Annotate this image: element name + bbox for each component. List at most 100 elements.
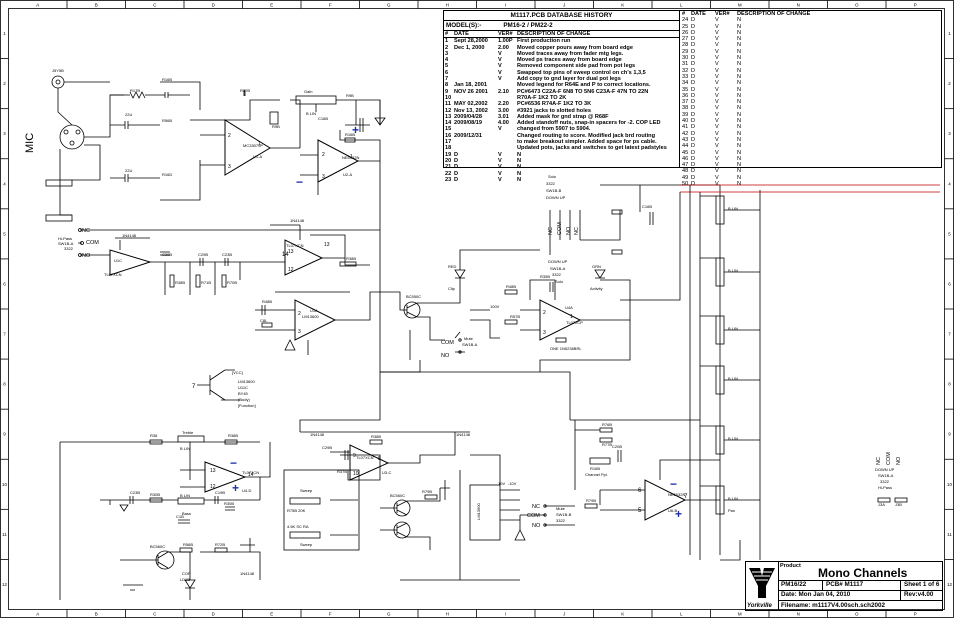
col-label-bottom: J (563, 612, 565, 617)
svg-text:R79B: R79B (586, 498, 596, 503)
mid-transistors: BC560C R79B (380, 480, 450, 550)
svg-text:U1C: U1C (114, 258, 122, 263)
cell-desc: N (737, 155, 742, 162)
cell-desc: N (737, 17, 742, 24)
mute2-label: Mute (556, 506, 566, 511)
svg-text:C16B: C16B (642, 204, 652, 209)
cell-num: 4 (445, 57, 449, 64)
svg-text:C23B: C23B (222, 252, 232, 257)
col-label-top: F (329, 3, 332, 8)
cell-num: 38 (682, 105, 689, 112)
treble-lin: B LIN (180, 446, 190, 451)
logo-icon: Yorkville (747, 568, 775, 609)
svg-text:R56B: R56B (162, 118, 172, 123)
row-label-left: 7 (3, 332, 6, 337)
solo-nc: NC (548, 227, 554, 235)
svg-text:R38B: R38B (228, 433, 238, 438)
cell-date: D (691, 130, 696, 137)
cell-num: 22 (445, 170, 452, 177)
cell-date: D (454, 176, 459, 183)
col-label-bottom: F (329, 612, 332, 617)
pot-lin-label: B LIN (728, 376, 738, 381)
cell-ver: V (715, 149, 719, 156)
cell-desc: Swapped top pins of sweep control on ch'… (517, 69, 646, 76)
cell-num: 7 (445, 76, 449, 83)
cell-date: Sept 28,2000 (454, 38, 488, 45)
svg-text:+: + (675, 507, 682, 521)
treble-label: Treble (182, 430, 194, 435)
col-label-bottom: C (153, 612, 157, 617)
cell-num: 34 (682, 80, 689, 87)
col-label-top: G (387, 3, 391, 8)
cell-desc: N (737, 73, 742, 80)
mute2-nc: NC (532, 504, 540, 510)
row-label-right: 2 (948, 81, 951, 86)
ic-label-4: TL072CP (566, 320, 583, 325)
svg-text:1N4148: 1N4148 (122, 233, 137, 238)
right-table-header: # DATE VER# DESCRIPTION OF CHANGE (680, 11, 941, 17)
cell-num: 3 (445, 50, 449, 57)
svg-text:U4-D: U4-D (242, 488, 251, 493)
cell-ver: V (498, 69, 502, 76)
cell-num: 41 (682, 124, 689, 131)
cell-num: 45 (682, 149, 689, 156)
col-label-top: I (505, 3, 506, 8)
opamp-u2a: 23 1 NE5532N U2-A + − R16B (296, 123, 381, 195)
cell-desc: N (737, 174, 742, 181)
svg-text:3: 3 (298, 329, 301, 335)
solo-switch: Solo 3322 SW1B-B DOWN UP NC COM NO NC DO… (546, 174, 720, 284)
row-label-left: 9 (3, 432, 6, 437)
filename: Filename: m1117V4.00sch.sch2002 (781, 602, 885, 609)
cell-desc: N (737, 92, 742, 99)
svg-text:SW1B-B: SW1B-B (556, 512, 572, 517)
col-label-top: L (680, 3, 683, 8)
svg-text:2: 2 (322, 152, 325, 158)
cell-num: 15 (445, 126, 452, 133)
cell-date: D (454, 151, 459, 158)
cell-desc: N (737, 130, 742, 137)
cell-ver: V (498, 157, 502, 164)
svg-text:R16D: R16D (162, 172, 172, 177)
row-label-left: 2 (3, 81, 6, 86)
cell-num: 26 (682, 29, 689, 36)
cell-desc: N (517, 164, 522, 171)
cell-ver: V (498, 57, 502, 64)
cell-num: 25 (682, 23, 689, 30)
revision: Rev:v4.00 (900, 590, 933, 600)
row-label-left: 8 (3, 382, 6, 387)
database-title: M1117.PCB DATABASE HISTORY (444, 11, 679, 21)
sheet-date: Date: Mon Jan 04, 2010 (781, 591, 851, 598)
cell-ver: V (715, 105, 719, 112)
cell-desc: N (737, 181, 742, 188)
col-label-top: J (563, 3, 565, 8)
col-label-bottom: M (738, 612, 742, 617)
cell-desc: Moved copper pours away from board edge (517, 44, 633, 51)
cell-num: 14 (445, 120, 452, 127)
svg-text:R16B: R16B (345, 132, 355, 137)
cell-desc: N (737, 136, 742, 143)
pot-lin-label: B LIN (728, 326, 738, 331)
svg-text:GRN: GRN (592, 264, 601, 269)
cell-date: Jan 18, 2001 (454, 82, 487, 89)
opamp-u6b: 65 7 NE5532N U6-B + − C20B Channel Ppl. … (570, 419, 720, 521)
cell-ver: V (715, 29, 719, 36)
pot-lin-label: B LIN (728, 268, 738, 273)
svg-text:13: 13 (324, 242, 330, 248)
cell-desc: Added mask for gnd strap @ R68F (517, 113, 609, 120)
svg-text:9: 9 (353, 453, 356, 459)
svg-text:10: 10 (353, 471, 359, 477)
cell-num: 36 (682, 92, 689, 99)
svg-text:SW1B-B: SW1B-B (546, 188, 562, 193)
cell-desc: N (517, 170, 522, 177)
